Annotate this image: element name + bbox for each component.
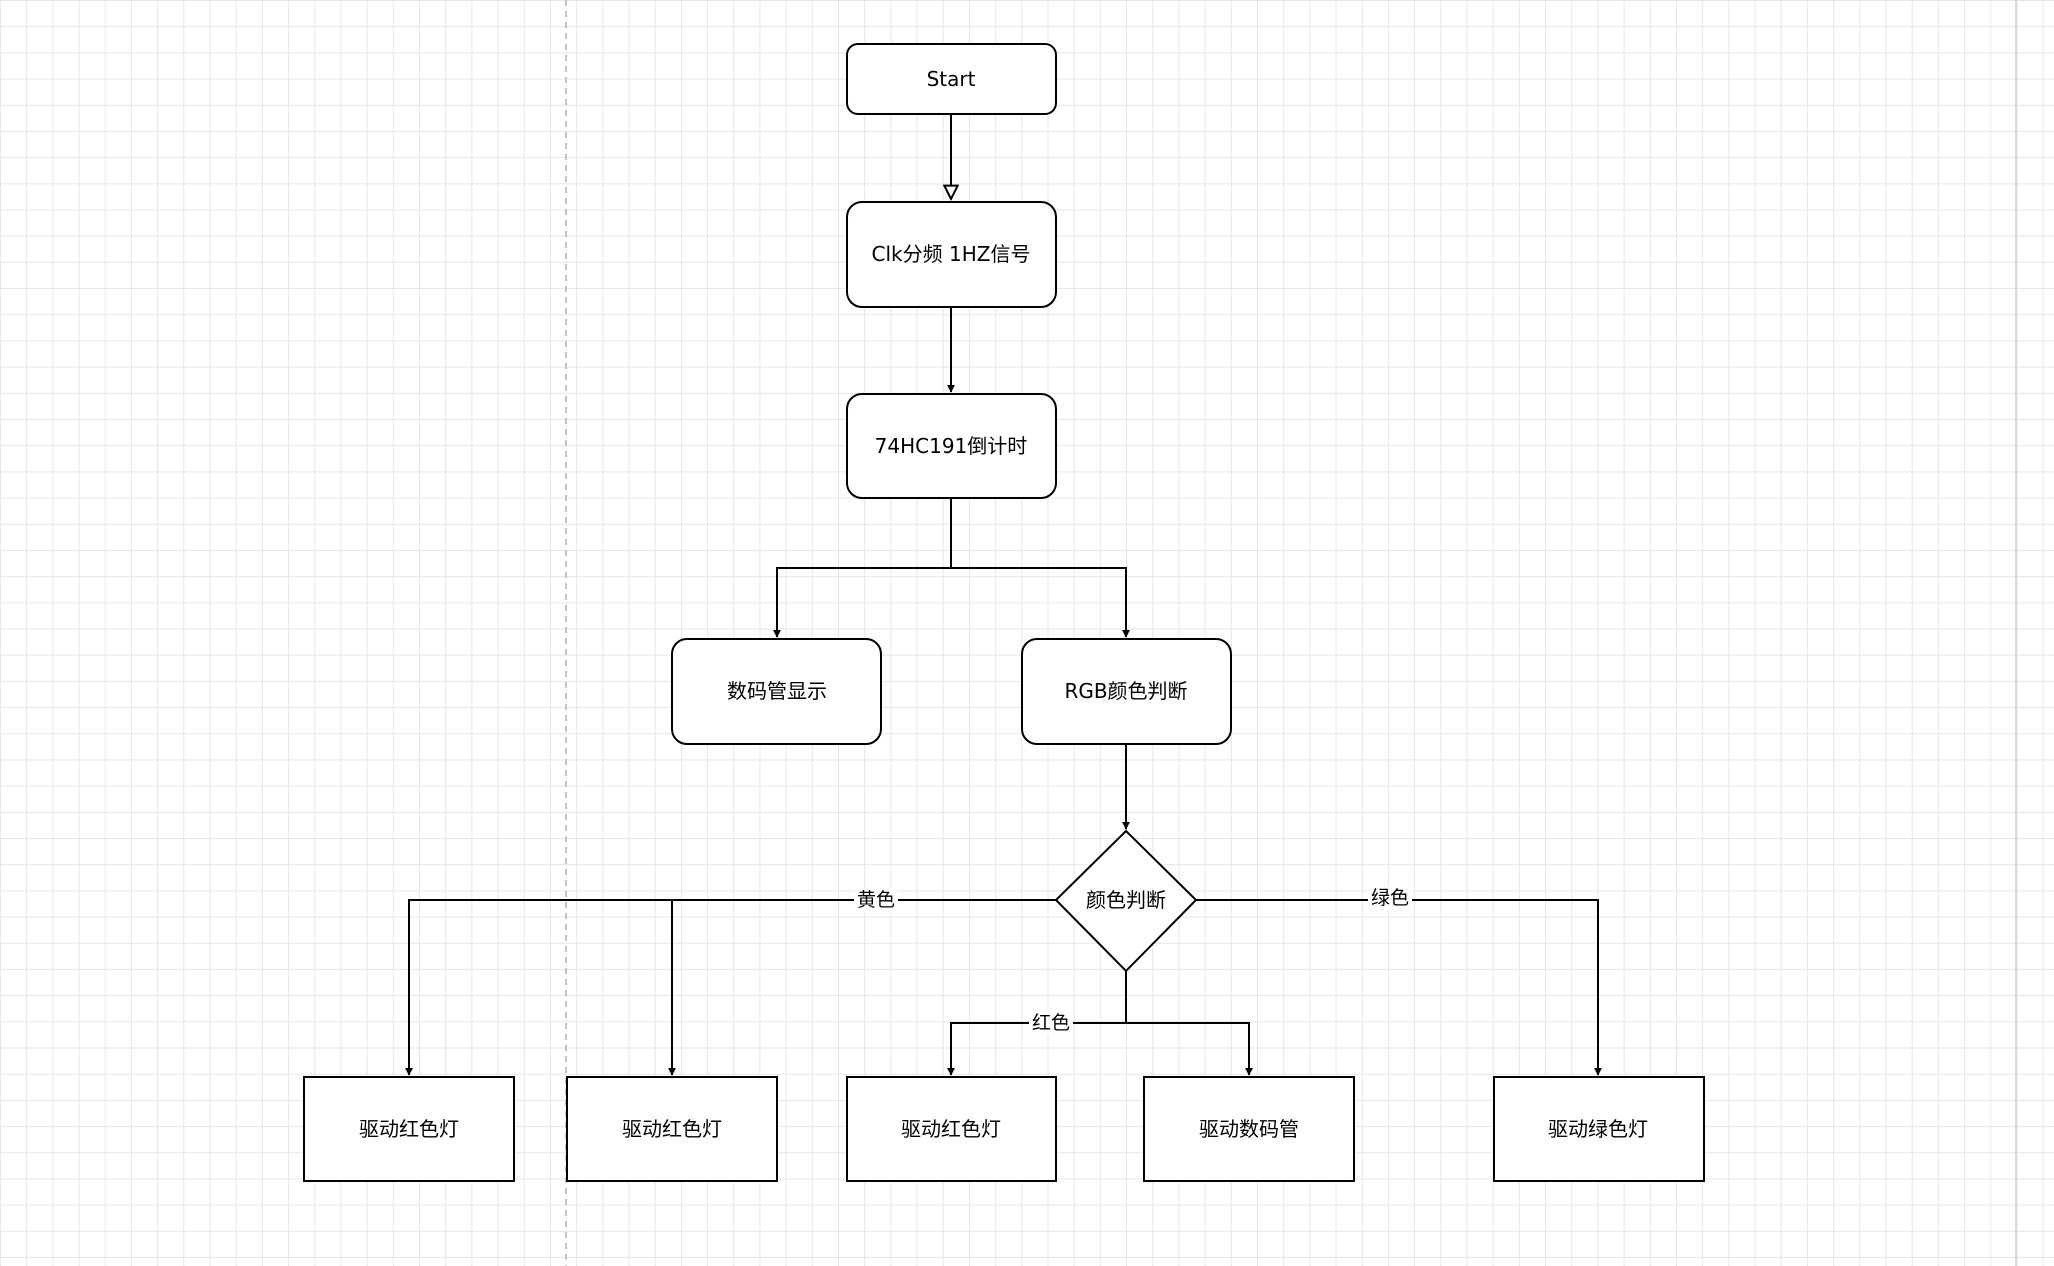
node-countdown-label: 74HC191倒计时: [875, 434, 1028, 458]
node-clk-divide[interactable]: Clk分频 1HZ信号: [846, 201, 1057, 308]
node-rgb-judge-label: RGB颜色判断: [1064, 679, 1187, 703]
node-drive-digit-tube-label: 驱动数码管: [1199, 1117, 1299, 1141]
node-drive-digit-tube[interactable]: 驱动数码管: [1143, 1076, 1355, 1182]
node-drive-red-3-label: 驱动红色灯: [901, 1117, 1001, 1141]
node-drive-red-3[interactable]: 驱动红色灯: [846, 1076, 1057, 1182]
edge-decision-to-red-1[interactable]: [405, 899, 1056, 1076]
node-drive-red-2-label: 驱动红色灯: [622, 1117, 722, 1141]
node-digit-display[interactable]: 数码管显示: [671, 638, 882, 745]
node-clk-divide-label: Clk分频 1HZ信号: [872, 242, 1031, 266]
node-color-decision-label: 颜色判断: [1086, 888, 1166, 912]
node-color-decision[interactable]: 颜色判断: [1054, 829, 1198, 973]
node-start[interactable]: Start: [846, 43, 1057, 115]
node-countdown[interactable]: 74HC191倒计时: [846, 393, 1057, 499]
edge-countdown-to-digit-display[interactable]: [773, 498, 952, 638]
node-drive-red-1-label: 驱动红色灯: [359, 1117, 459, 1141]
edge-decision-to-green[interactable]: [1196, 899, 1602, 1076]
node-digit-display-label: 数码管显示: [727, 679, 827, 703]
node-drive-red-1[interactable]: 驱动红色灯: [303, 1076, 515, 1182]
node-drive-red-2[interactable]: 驱动红色灯: [566, 1076, 778, 1182]
edge-countdown-to-rgb-judge[interactable]: [951, 567, 1130, 638]
edge-label-green: 绿色: [1368, 886, 1412, 910]
edge-label-red-text: 红色: [1032, 1012, 1070, 1034]
edge-label-yellow: 黄色: [854, 888, 898, 912]
node-start-label: Start: [927, 67, 976, 91]
node-rgb-judge[interactable]: RGB颜色判断: [1021, 638, 1232, 745]
edge-label-red: 红色: [1029, 1011, 1073, 1035]
node-drive-green-label: 驱动绿色灯: [1548, 1117, 1648, 1141]
edge-label-green-text: 绿色: [1371, 887, 1409, 909]
edge-label-yellow-text: 黄色: [857, 889, 895, 911]
edge-decision-to-digit-tube[interactable]: [1126, 1022, 1253, 1076]
node-drive-green[interactable]: 驱动绿色灯: [1493, 1076, 1705, 1182]
edges: [405, 114, 1602, 1076]
